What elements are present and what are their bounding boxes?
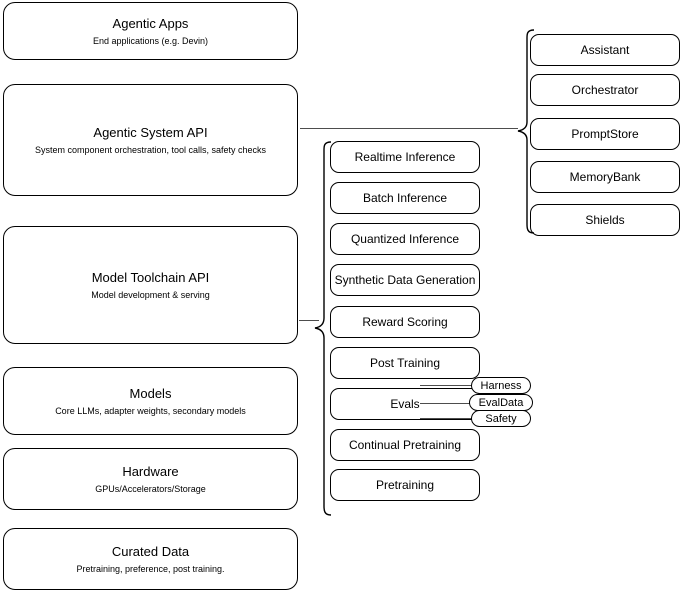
layer-subtitle: Model development & serving <box>91 289 210 300</box>
connector-model-toolchain-api-to-capabilities <box>299 320 319 321</box>
component-label: MemoryBank <box>569 170 641 184</box>
layer-title: Curated Data <box>111 543 190 559</box>
layer-subtitle: System component orchestration, tool cal… <box>34 144 267 155</box>
layer-box-agentic-apps[interactable]: Agentic Apps End applications (e.g. Devi… <box>3 2 298 60</box>
capability-box-pretraining[interactable]: Pretraining <box>330 469 480 501</box>
capability-label: Realtime Inference <box>354 150 456 164</box>
layer-box-curated-data[interactable]: Curated Data Pretraining, preference, po… <box>3 528 298 590</box>
layer-subtitle: Core LLMs, adapter weights, secondary mo… <box>55 405 246 416</box>
layer-subtitle: Pretraining, preference, post training. <box>76 563 225 574</box>
connector-evals-safety <box>420 418 476 419</box>
capability-label: Evals <box>390 397 420 411</box>
capability-label: Post Training <box>369 356 441 370</box>
capability-label: Continual Pretraining <box>348 438 462 452</box>
connector-evals-evaldata <box>420 403 472 404</box>
capability-box-quantized-inference[interactable]: Quantized Inference <box>330 223 480 255</box>
component-label: Assistant <box>580 43 630 57</box>
capability-label: Quantized Inference <box>350 232 460 246</box>
capability-label: Reward Scoring <box>362 315 448 329</box>
capability-box-post-training[interactable]: Post Training <box>330 347 480 379</box>
capability-label: Pretraining <box>375 478 435 492</box>
layer-box-models[interactable]: Models Core LLMs, adapter weights, secon… <box>3 367 298 435</box>
connector-evals-harness <box>420 385 476 386</box>
brace-system-components <box>517 29 535 234</box>
component-label: Orchestrator <box>571 83 639 97</box>
pill-harness[interactable]: Harness <box>471 377 531 394</box>
layer-box-hardware[interactable]: Hardware GPUs/Accelerators/Storage <box>3 448 298 510</box>
connector-agentic-system-api-to-components <box>300 128 518 129</box>
layer-title: Model Toolchain API <box>91 269 210 285</box>
layer-box-agentic-system-api[interactable]: Agentic System API System component orch… <box>3 84 298 196</box>
component-label: Shields <box>585 213 625 227</box>
layer-title: Models <box>129 385 172 401</box>
component-box-promptstore[interactable]: PromptStore <box>530 118 680 150</box>
capability-label: Batch Inference <box>362 191 448 205</box>
component-label: PromptStore <box>571 127 639 141</box>
layer-title: Agentic Apps <box>112 15 189 31</box>
layer-title: Hardware <box>122 463 179 479</box>
capability-box-realtime-inference[interactable]: Realtime Inference <box>330 141 480 173</box>
capability-box-evals[interactable]: Evals <box>330 388 480 420</box>
pill-safety[interactable]: Safety <box>471 410 531 427</box>
component-box-orchestrator[interactable]: Orchestrator <box>530 74 680 106</box>
pill-evaldata[interactable]: EvalData <box>469 394 533 411</box>
layer-title: Agentic System API <box>93 124 208 140</box>
component-box-memorybank[interactable]: MemoryBank <box>530 161 680 193</box>
component-box-assistant[interactable]: Assistant <box>530 34 680 66</box>
brace-toolchain-capabilities <box>314 141 332 516</box>
layer-subtitle: End applications (e.g. Devin) <box>92 35 209 46</box>
component-box-shields[interactable]: Shields <box>530 204 680 236</box>
capability-box-batch-inference[interactable]: Batch Inference <box>330 182 480 214</box>
capability-box-continual-pretraining[interactable]: Continual Pretraining <box>330 429 480 461</box>
capability-box-synthetic-data-generation[interactable]: Synthetic Data Generation <box>330 264 480 296</box>
capability-box-reward-scoring[interactable]: Reward Scoring <box>330 306 480 338</box>
capability-label: Synthetic Data Generation <box>334 273 476 287</box>
layer-subtitle: GPUs/Accelerators/Storage <box>95 483 206 494</box>
layer-box-model-toolchain-api[interactable]: Model Toolchain API Model development & … <box>3 226 298 344</box>
